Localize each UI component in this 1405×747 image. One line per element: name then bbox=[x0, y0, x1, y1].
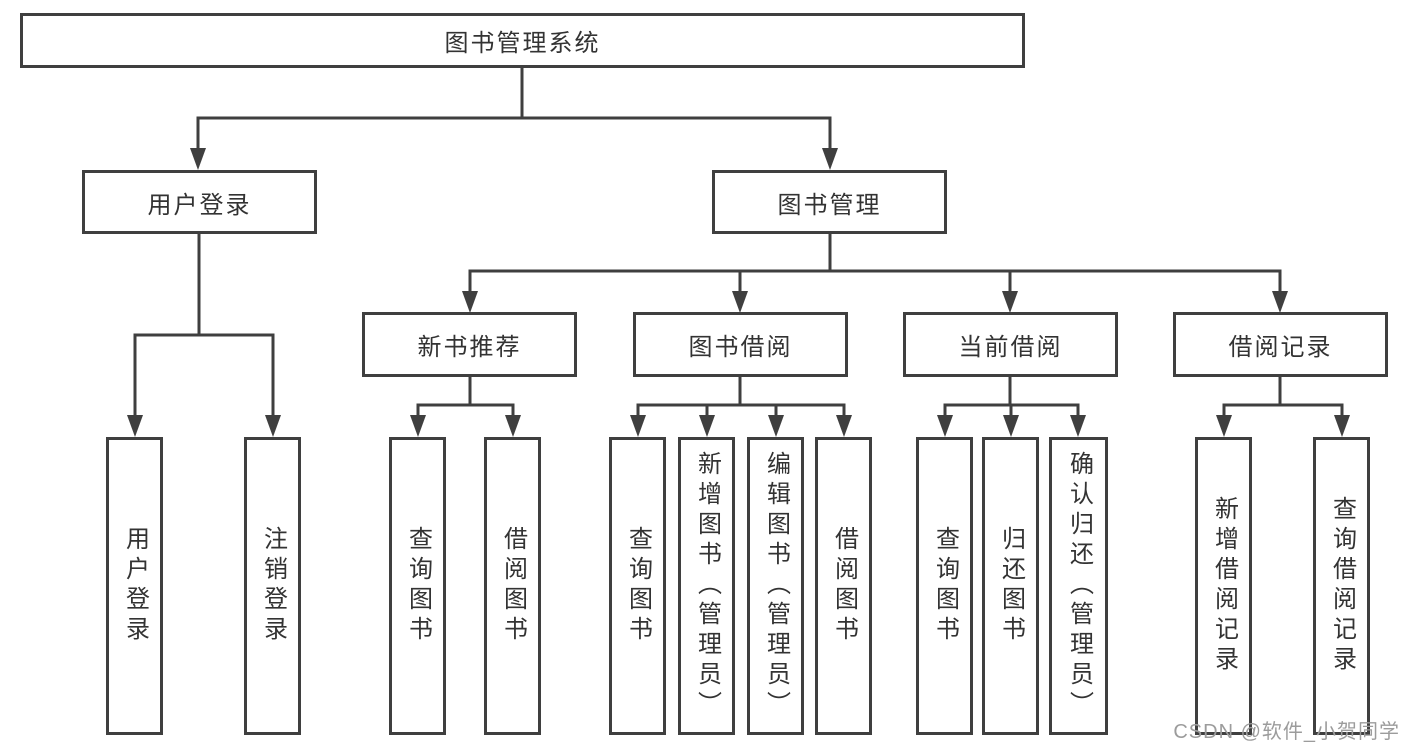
leaf-query-books-current: 查询图书 bbox=[916, 437, 973, 735]
node-book-mgmt-label: 图书管理 bbox=[777, 191, 882, 219]
leaf-query-borrow-record-label: 查询借阅记录 bbox=[1328, 496, 1356, 676]
csdn-watermark: CSDN @软件_小贺同学 bbox=[1173, 721, 1400, 743]
leaf-query-books-current-label: 查询图书 bbox=[931, 526, 959, 646]
leaf-edit-book-admin: 编辑图书（管理员） bbox=[747, 437, 804, 735]
node-root: 图书管理系统 bbox=[20, 13, 1025, 68]
leaf-borrow-books-newbooks-label: 借阅图书 bbox=[499, 526, 527, 646]
node-current-borrow: 当前借阅 bbox=[903, 312, 1118, 377]
leaf-borrow-books-newbooks: 借阅图书 bbox=[484, 437, 541, 735]
node-root-label: 图书管理系统 bbox=[444, 30, 601, 57]
leaf-edit-book-admin-label: 编辑图书（管理员） bbox=[762, 451, 790, 721]
node-user-login-label: 用户登录 bbox=[147, 191, 252, 219]
leaf-query-books-newbooks: 查询图书 bbox=[389, 437, 446, 735]
node-book-mgmt: 图书管理 bbox=[712, 170, 947, 234]
node-borrow-records-label: 借阅记录 bbox=[1228, 334, 1333, 361]
leaf-add-book-admin-label: 新增图书（管理员） bbox=[693, 451, 721, 721]
leaf-query-borrow-record: 查询借阅记录 bbox=[1313, 437, 1370, 735]
leaf-confirm-return-admin-label: 确认归还（管理员） bbox=[1065, 451, 1093, 721]
node-borrow-records: 借阅记录 bbox=[1173, 312, 1388, 377]
node-new-books-label: 新书推荐 bbox=[417, 334, 522, 361]
leaf-borrow-books-borrow-label: 借阅图书 bbox=[830, 526, 858, 646]
node-user-login: 用户登录 bbox=[82, 170, 317, 234]
leaf-add-borrow-record-label: 新增借阅记录 bbox=[1210, 496, 1238, 676]
node-current-borrow-label: 当前借阅 bbox=[958, 334, 1063, 361]
leaf-query-books-borrow: 查询图书 bbox=[609, 437, 666, 735]
node-new-books: 新书推荐 bbox=[362, 312, 577, 377]
leaf-add-borrow-record: 新增借阅记录 bbox=[1195, 437, 1252, 735]
node-book-borrow-label: 图书借阅 bbox=[688, 334, 793, 361]
leaf-borrow-books-borrow: 借阅图书 bbox=[815, 437, 872, 735]
leaf-return-book: 归还图书 bbox=[982, 437, 1039, 735]
leaf-confirm-return-admin: 确认归还（管理员） bbox=[1049, 437, 1108, 735]
leaf-user-login-label: 用户登录 bbox=[121, 526, 149, 646]
leaf-logout-label: 注销登录 bbox=[259, 526, 287, 646]
leaf-logout: 注销登录 bbox=[244, 437, 301, 735]
leaf-query-books-borrow-label: 查询图书 bbox=[624, 526, 652, 646]
leaf-query-books-newbooks-label: 查询图书 bbox=[404, 526, 432, 646]
leaf-add-book-admin: 新增图书（管理员） bbox=[678, 437, 735, 735]
arrowheads bbox=[127, 148, 1350, 437]
leaf-user-login: 用户登录 bbox=[106, 437, 163, 735]
leaf-return-book-label: 归还图书 bbox=[997, 526, 1025, 646]
node-book-borrow: 图书借阅 bbox=[633, 312, 848, 377]
